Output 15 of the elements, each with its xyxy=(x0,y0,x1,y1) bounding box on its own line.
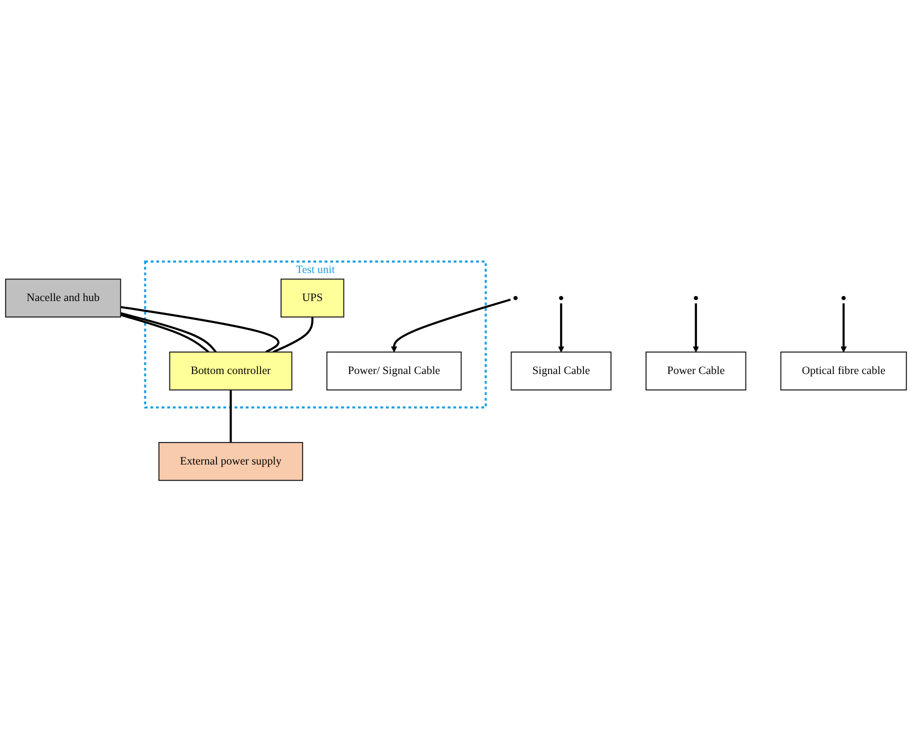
connector xyxy=(230,390,232,443)
node-box: Power/ Signal Cable xyxy=(326,352,462,390)
arrow xyxy=(558,303,564,352)
connector xyxy=(272,317,314,354)
node-box: UPS xyxy=(280,278,344,318)
connector xyxy=(120,306,280,353)
node-box: Signal Cable xyxy=(510,352,612,390)
node-box: Optical fibre cable xyxy=(780,352,907,390)
node-box: Power Cable xyxy=(646,352,746,390)
node-box: Bottom controller xyxy=(169,352,292,390)
node-box: External power supply xyxy=(158,442,304,481)
arrow xyxy=(390,298,511,352)
arrow xyxy=(840,303,847,352)
node-box: Nacelle and hub xyxy=(5,278,122,318)
arrow xyxy=(692,303,699,352)
